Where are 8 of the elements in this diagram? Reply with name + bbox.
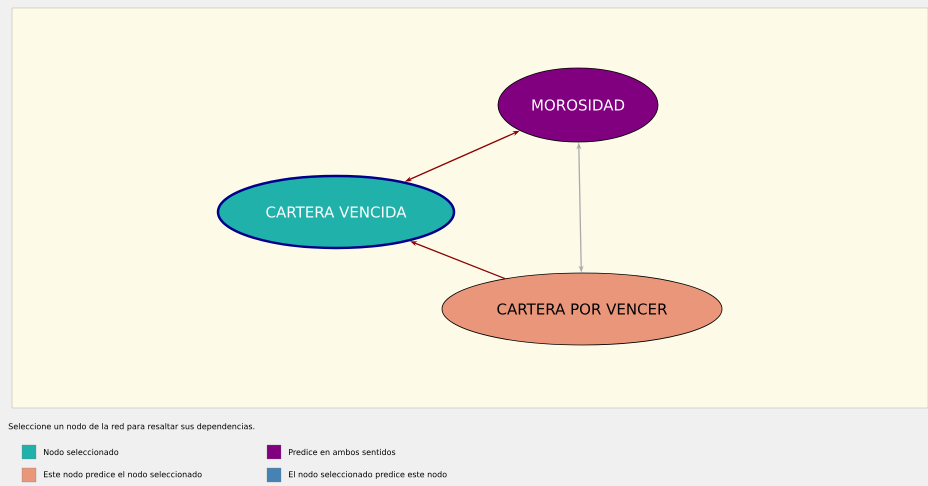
legend-label: Este nodo predice el nodo seleccionado: [44, 471, 202, 479]
legend-label: Predice en ambos sentidos: [289, 448, 396, 456]
instruction-note: Seleccione un nodo de la red para resaltar sus dependencias.: [8, 423, 254, 431]
ellipse-node: CARTERA POR VENCER: [442, 272, 722, 346]
ellipse-node: MOROSIDAD: [498, 68, 658, 142]
legend-label: Nodo seleccionado: [44, 448, 118, 456]
ellipse-node: CARTERA VENCIDA: [216, 174, 456, 250]
legend-label: El nodo seleccionado predice este nodo: [289, 471, 447, 479]
